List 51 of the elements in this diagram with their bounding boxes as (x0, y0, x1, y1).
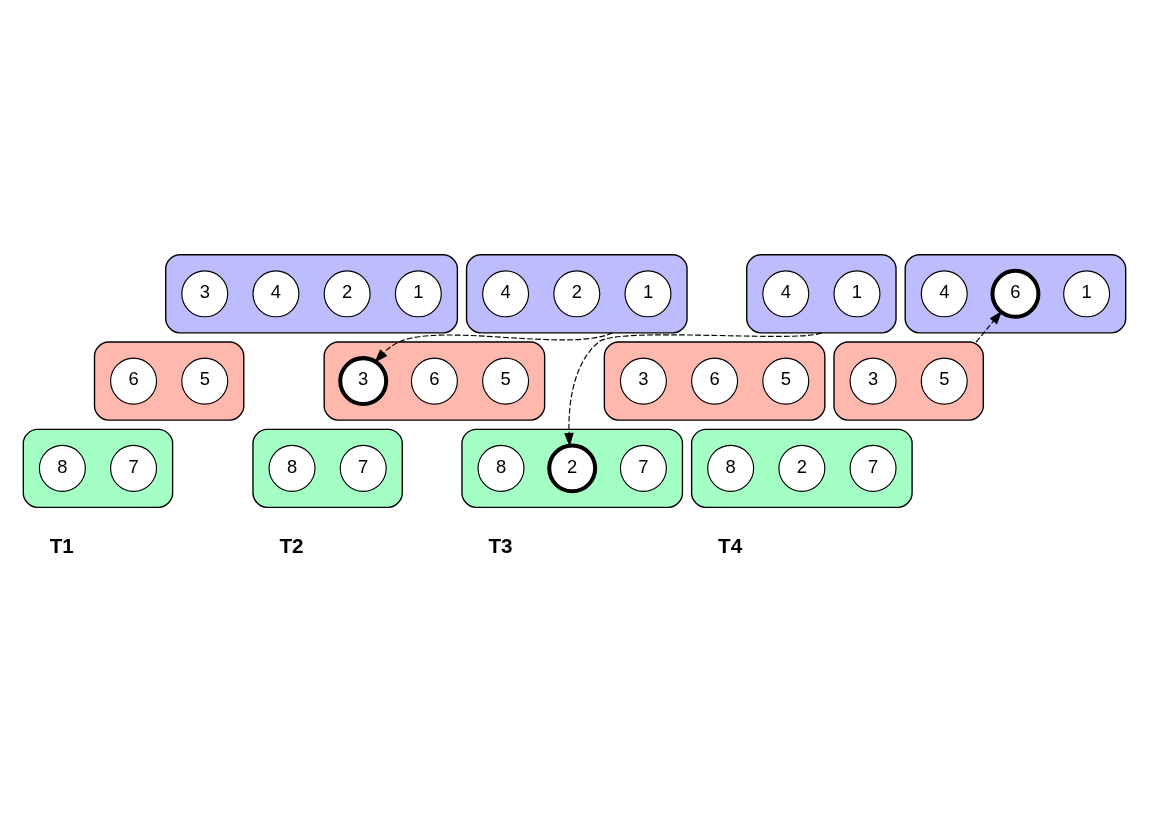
label: T2 (279, 533, 304, 557)
node-circle: 6 (110, 357, 158, 405)
node-circle: 5 (482, 357, 530, 405)
node-circle: 5 (762, 357, 810, 405)
label: T3 (488, 533, 513, 557)
node-circle: 1 (1063, 270, 1111, 318)
node-circle: 6 (691, 357, 739, 405)
node-circle: 1 (394, 270, 442, 318)
arrow (564, 332, 822, 447)
node-circle: 1 (624, 270, 672, 318)
node-circle: 7 (849, 444, 897, 492)
node-circle: 2 (778, 444, 826, 492)
node-circle: 6 (410, 357, 458, 405)
node-circle: 3 (619, 357, 667, 405)
cluster (461, 428, 684, 509)
node-circle: 2 (553, 270, 601, 318)
node-circle: 3 (338, 356, 389, 407)
node-circle: 8 (707, 444, 755, 492)
node-circle: 2 (547, 443, 598, 494)
node-circle: 7 (619, 444, 667, 492)
node-circle: 8 (477, 444, 525, 492)
node-circle: 2 (323, 270, 371, 318)
node-circle: 5 (920, 357, 968, 405)
cluster (746, 254, 897, 334)
node-circle: 7 (110, 444, 158, 492)
cluster (93, 341, 245, 421)
node-circle: 3 (181, 270, 229, 318)
cluster (603, 341, 826, 421)
cluster (465, 254, 688, 334)
arrow (975, 310, 1003, 343)
arrow (374, 332, 613, 363)
cluster (904, 254, 1127, 334)
cluster (690, 428, 913, 509)
cluster (252, 428, 403, 509)
node-circle: 7 (339, 444, 387, 492)
node-circle: 6 (990, 268, 1041, 319)
node-circle: 8 (38, 444, 86, 492)
node-circle: 4 (482, 270, 530, 318)
node-circle: 4 (762, 270, 810, 318)
node-circle: 3 (849, 357, 897, 405)
cluster (165, 254, 459, 334)
node-circle: 1 (833, 270, 881, 318)
node-circle: 4 (252, 270, 300, 318)
cluster (22, 428, 174, 509)
node-circle: 5 (181, 357, 229, 405)
cluster (833, 341, 984, 421)
node-circle: 4 (920, 270, 968, 318)
label: T4 (718, 533, 743, 557)
cluster (323, 341, 546, 421)
label: T1 (49, 533, 74, 557)
node-circle: 8 (268, 444, 316, 492)
